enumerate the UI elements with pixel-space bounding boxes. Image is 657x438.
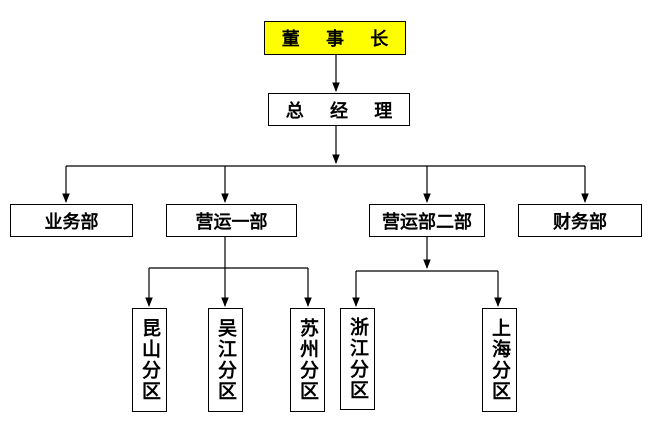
- dept-finance-box: 财务部: [518, 204, 642, 237]
- general-manager-box: 总 经 理: [268, 93, 410, 126]
- chairman-box: 董 事 长: [264, 21, 406, 55]
- district-wujiang-box: 吴江分区: [208, 308, 243, 412]
- dept-ops1-box: 营运一部: [166, 204, 297, 237]
- district-shanghai-box: 上海分区: [482, 308, 517, 412]
- district-suzhou-box: 苏州分区: [290, 308, 325, 412]
- district-zhejiang-box: 浙江分区: [340, 308, 375, 410]
- dept-ops2-box: 营运部二部: [369, 204, 485, 237]
- dept-business-box: 业务部: [10, 204, 133, 237]
- district-kunshan-box: 昆山分区: [132, 308, 167, 412]
